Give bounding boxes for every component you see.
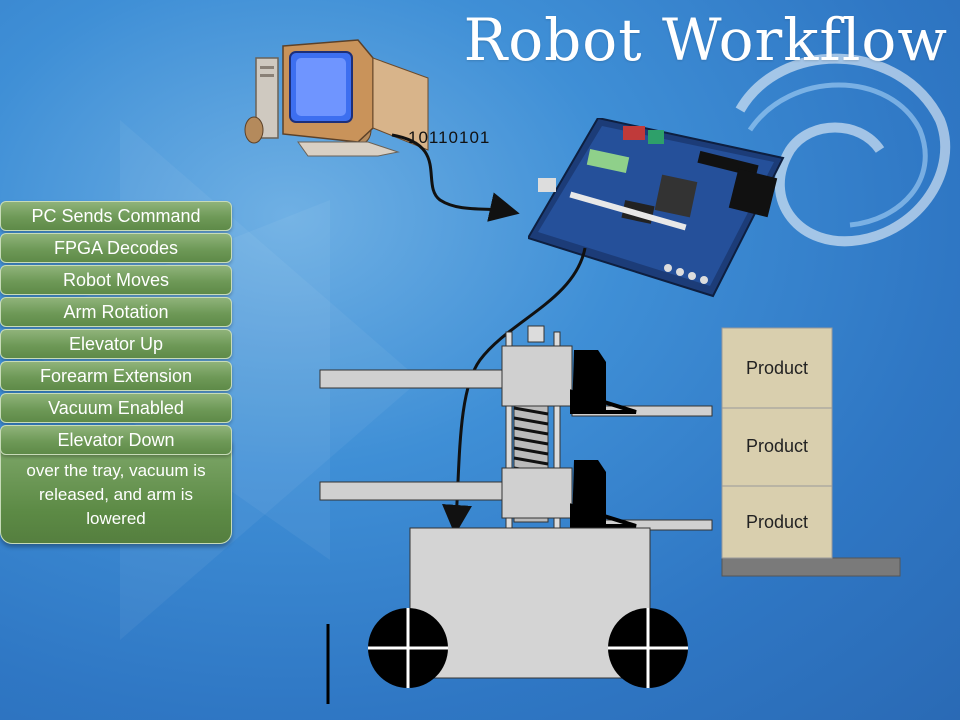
step-robot-moves[interactable]: Robot Moves — [0, 265, 232, 295]
binary-signal-label: 10110101 — [408, 128, 491, 147]
step-vacuum-enabled[interactable]: Vacuum Enabled — [0, 393, 232, 423]
step-arm-rotation[interactable]: Arm Rotation — [0, 297, 232, 327]
step-forearm-extension[interactable]: Forearm Extension — [0, 361, 232, 391]
product-label: Product — [746, 436, 808, 456]
product-box: Product — [721, 485, 833, 559]
step-pc-sends-command[interactable]: PC Sends Command — [0, 201, 232, 231]
step-elevator-up[interactable]: Elevator Up — [0, 329, 232, 359]
product-box: Product — [721, 407, 833, 487]
product-box: Product — [721, 327, 833, 409]
slide-title: Robot Workflow — [463, 6, 948, 74]
computer-icon — [244, 39, 429, 157]
step-fpga-decodes[interactable]: FPGA Decodes — [0, 233, 232, 263]
wheel — [608, 608, 688, 688]
fpga-to-robot-cable — [442, 247, 587, 535]
product-label: Product — [746, 358, 808, 378]
fpga-board-icon — [528, 118, 785, 298]
wheel — [368, 608, 448, 688]
step-elevator-down[interactable]: Elevator Down — [0, 425, 232, 455]
robot-diagram: Product Product Product — [319, 325, 901, 704]
step-description: over the tray, vacuum is released, and a… — [0, 440, 232, 544]
product-label: Product — [746, 512, 808, 532]
pc-to-fpga-arrow — [391, 133, 520, 222]
